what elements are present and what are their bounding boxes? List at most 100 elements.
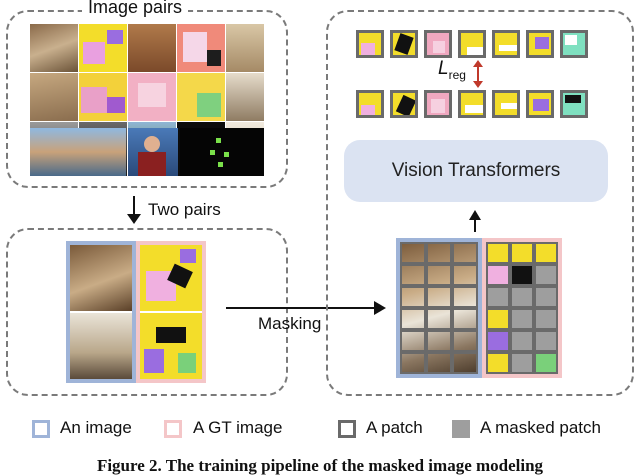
masked-patch (486, 286, 510, 308)
input-image-bottom (70, 313, 132, 379)
target-patch (458, 90, 486, 118)
loss-subscript: reg (448, 67, 466, 82)
image-patch (426, 264, 452, 286)
output-patch (424, 30, 452, 58)
image-patch (452, 242, 478, 264)
gt-patch (510, 242, 534, 264)
gt-image-top (140, 245, 202, 311)
target-patch (492, 90, 520, 118)
image-patch-grid (400, 242, 478, 374)
masked-patch (534, 286, 558, 308)
thumbnail-green-segmentation (177, 73, 225, 121)
masked-gt-frame (482, 238, 562, 378)
target-patch (356, 90, 384, 118)
gt-patch (486, 308, 510, 330)
legend-masked-patch-label: A masked patch (480, 418, 601, 437)
output-patch (492, 30, 520, 58)
target-patches-row (356, 90, 596, 120)
image-patch (400, 264, 426, 286)
image-patch (400, 286, 426, 308)
loss-label: Lreg (438, 58, 466, 82)
output-patch (356, 30, 384, 58)
legend-gt-label: A GT image (193, 418, 283, 437)
figure-caption: Figure 2. The training pipeline of the m… (96, 456, 544, 475)
image-patch (452, 308, 478, 330)
image-patch (400, 330, 426, 352)
input-arrow-head (469, 210, 481, 220)
gt-patch (510, 264, 534, 286)
gt-image-bottom (140, 313, 202, 379)
legend-gt-swatch (164, 420, 182, 438)
thumbnail-man-keypoints (180, 128, 264, 176)
vision-transformers-box: Vision Transformers (344, 140, 608, 202)
target-patch (526, 90, 554, 118)
legend-image-label: An image (60, 418, 132, 437)
thumbnail-living-segmentation (177, 24, 225, 72)
thumbnail-pink-segmentation (128, 73, 176, 121)
image-patch (426, 286, 452, 308)
masked-patch (510, 352, 534, 374)
two-pairs-label: Two pairs (148, 200, 221, 219)
image-patch (426, 308, 452, 330)
two-pairs-group (6, 228, 288, 396)
target-patch (390, 90, 418, 118)
image-patch (426, 330, 452, 352)
image-patch (400, 242, 426, 264)
gt-patch (486, 264, 510, 286)
masking-label: Masking (258, 314, 322, 333)
masked-patch (534, 264, 558, 286)
masked-patch (534, 330, 558, 352)
input-image-top (70, 245, 132, 311)
image-patch (426, 352, 452, 374)
legend-image-swatch (32, 420, 50, 438)
masked-patch (510, 286, 534, 308)
thumbnail-kitchen-dark-photo (226, 73, 264, 121)
masked-gt-grid (486, 242, 558, 374)
legend-patch-swatch (338, 420, 356, 438)
image-patch (400, 352, 426, 374)
thumbnail-bedroom-photo (30, 73, 78, 121)
gt-patch (486, 352, 510, 374)
thumbnail-kitchen-photo (30, 24, 78, 72)
two-pairs-arrow-shaft (133, 196, 135, 218)
thumbnail-bedroom-segmentation (79, 73, 127, 121)
thumbnail-room-photo (226, 24, 264, 72)
input-image-frame (66, 241, 136, 383)
image-patch (400, 308, 426, 330)
thumbnail-living-photo (128, 24, 176, 72)
target-patch (560, 90, 588, 118)
loss-double-arrow (473, 60, 483, 88)
input-arrow-shaft (474, 218, 476, 232)
image-patch (426, 242, 452, 264)
gt-patch (486, 330, 510, 352)
gt-patch (534, 352, 558, 374)
gt-image-frame (136, 241, 206, 383)
output-patch (458, 30, 486, 58)
thumbnail-harbor-photo (30, 128, 126, 176)
patched-image-frame (396, 238, 482, 378)
loss-symbol: L (438, 58, 449, 79)
image-pairs-label: Image pairs (82, 0, 189, 18)
thumbnail-man-photo (128, 128, 178, 176)
gt-patch (534, 242, 558, 264)
image-patch (452, 286, 478, 308)
output-patch (390, 30, 418, 58)
masking-arrow-shaft (226, 307, 376, 309)
output-patches-row (356, 30, 596, 60)
masking-arrow-head (374, 301, 386, 315)
masked-patch (510, 308, 534, 330)
output-patch (526, 30, 554, 58)
training-group (326, 10, 634, 396)
legend-masked-patch-swatch (452, 420, 470, 438)
target-patch (424, 90, 452, 118)
image-patch (452, 330, 478, 352)
masked-patch (510, 330, 534, 352)
output-patch (560, 30, 588, 58)
two-pairs-arrow-head (127, 214, 141, 224)
image-patch (452, 264, 478, 286)
masked-patch (534, 308, 558, 330)
image-patch (452, 352, 478, 374)
legend-patch-label: A patch (366, 418, 423, 437)
thumbnail-kitchen-segmentation (79, 24, 127, 72)
gt-patch (486, 242, 510, 264)
